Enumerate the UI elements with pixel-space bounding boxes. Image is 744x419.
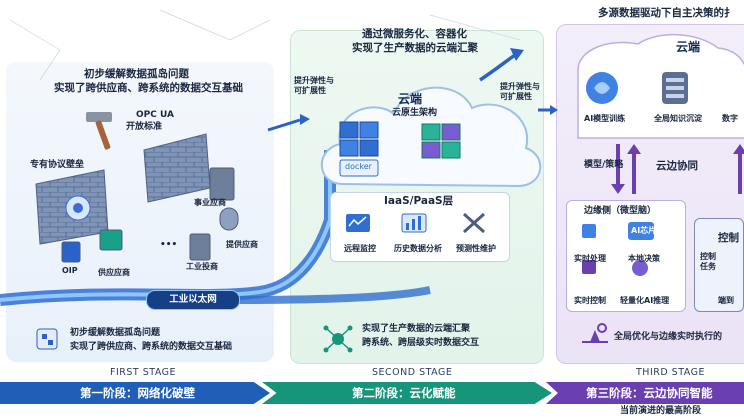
- cloud-item-digital: 数字: [722, 114, 738, 123]
- cloud-item-knowledge: 全局知识沉淀: [654, 114, 702, 123]
- control-screen: [694, 218, 744, 312]
- edge-box: [566, 200, 686, 312]
- stage3-bar: 第三阶段：云边协同智能: [546, 382, 744, 404]
- edge-title: 边缘侧（微型脑）: [584, 206, 657, 216]
- stage1-head-line1: 初步缓解数据孤岛问题: [84, 68, 189, 80]
- opc-ua-label: OPC UA: [136, 110, 174, 120]
- docker-label: docker: [345, 162, 372, 171]
- stage1-en-label: FIRST STAGE: [110, 367, 177, 378]
- stage1-head-line2: 实现了跨供应商、跨系统的数据交互基础: [54, 82, 243, 94]
- edge-item-local-decision: 本地决策: [628, 254, 660, 263]
- network-hub-icon: [323, 325, 353, 353]
- edge-item-control: 实时控制: [574, 296, 606, 305]
- model-strategy-label: 模型/策略: [584, 160, 624, 170]
- stage2-elastic-left: 提升弹性与 可扩展性: [294, 76, 334, 95]
- node-label-2: 提供应商: [226, 240, 258, 249]
- node-label-3: 工业投商: [186, 262, 218, 271]
- ai-chip-label: AI芯片: [631, 226, 657, 235]
- hammer-icon: [86, 112, 112, 150]
- node-label-1: 事业应商: [194, 198, 226, 207]
- container-cubes-icon: [339, 121, 461, 177]
- iaas-paas-label: IaaS/PaaS层: [384, 195, 454, 207]
- stage2-top-line2: 实现了生产数据的云端汇聚: [352, 42, 478, 54]
- stage2-foot-line1: 实现了生产数据的云端汇聚: [362, 324, 471, 334]
- stage1-foot-line1: 初步缓解数据孤岛问题: [70, 328, 161, 338]
- brick-wall-icon: [35, 133, 211, 245]
- service-predictive-maintenance: 预测性维护: [456, 244, 496, 253]
- stage2-bar: 第二阶段：云化赋能: [262, 382, 552, 404]
- stage3-top-title: 多源数据驱动下自主决策的扌: [598, 7, 735, 19]
- gear-scale-icon: [582, 323, 608, 343]
- edge-item-light-ai: 轻量化AI推理: [620, 296, 670, 305]
- node-label-5: OIP: [62, 266, 78, 275]
- control-task: 控制 任务: [700, 252, 716, 271]
- edge-icons: [582, 222, 654, 276]
- stage2-en-label: SECOND STAGE: [372, 367, 453, 378]
- sync-arrows: [611, 144, 744, 194]
- edge-item-realtime: 实时处理: [574, 254, 606, 263]
- service-remote-monitor: 远程监控: [344, 244, 376, 253]
- opc-ua-sublabel: 开放标准: [126, 122, 163, 132]
- node-label-4: 供应应商: [98, 268, 130, 277]
- stage3-en-label: THIRD STAGE: [636, 367, 705, 378]
- stage2-elastic-right: 提升弹性与 可扩展性: [500, 82, 540, 101]
- terminal-label: 端到: [718, 296, 734, 305]
- cloud-native-label: 云原生架构: [392, 108, 438, 118]
- stage3-foot-note: 全局优化与边缘实时执行的: [614, 332, 723, 342]
- stage2-top-line1: 通过微服务化、容器化: [362, 28, 467, 40]
- service-icons: [346, 212, 486, 234]
- industrial-ethernet-label: 工业以太网: [146, 290, 240, 310]
- cloud-edge-label: 云边协同: [656, 160, 698, 172]
- node-ellipsis: •••: [160, 240, 178, 250]
- stage2-cloud-title: 云端: [398, 92, 423, 106]
- broken-wall-icon: [36, 328, 58, 350]
- wall-label: 专有协议壁垒: [30, 160, 85, 170]
- stage1-bar: 第一阶段：网络化破壁: [0, 382, 270, 404]
- service-history-analysis: 历史数据分析: [394, 244, 442, 253]
- cloud-item-ai-training: AI模型训练: [584, 114, 626, 123]
- current-stage-note: 当前演进的最高阶段: [620, 406, 702, 416]
- stage2-foot-line2: 跨系统、跨层级实时数据交互: [362, 338, 480, 348]
- control-title: 控制: [718, 232, 739, 244]
- stage3-cloud-title: 云端: [676, 40, 701, 54]
- stage3-cloud-icons: [586, 72, 688, 104]
- stage1-foot-line2: 实现了跨供应商、跨系统的数据交互基础: [70, 342, 233, 352]
- supplier-nodes: [61, 167, 239, 263]
